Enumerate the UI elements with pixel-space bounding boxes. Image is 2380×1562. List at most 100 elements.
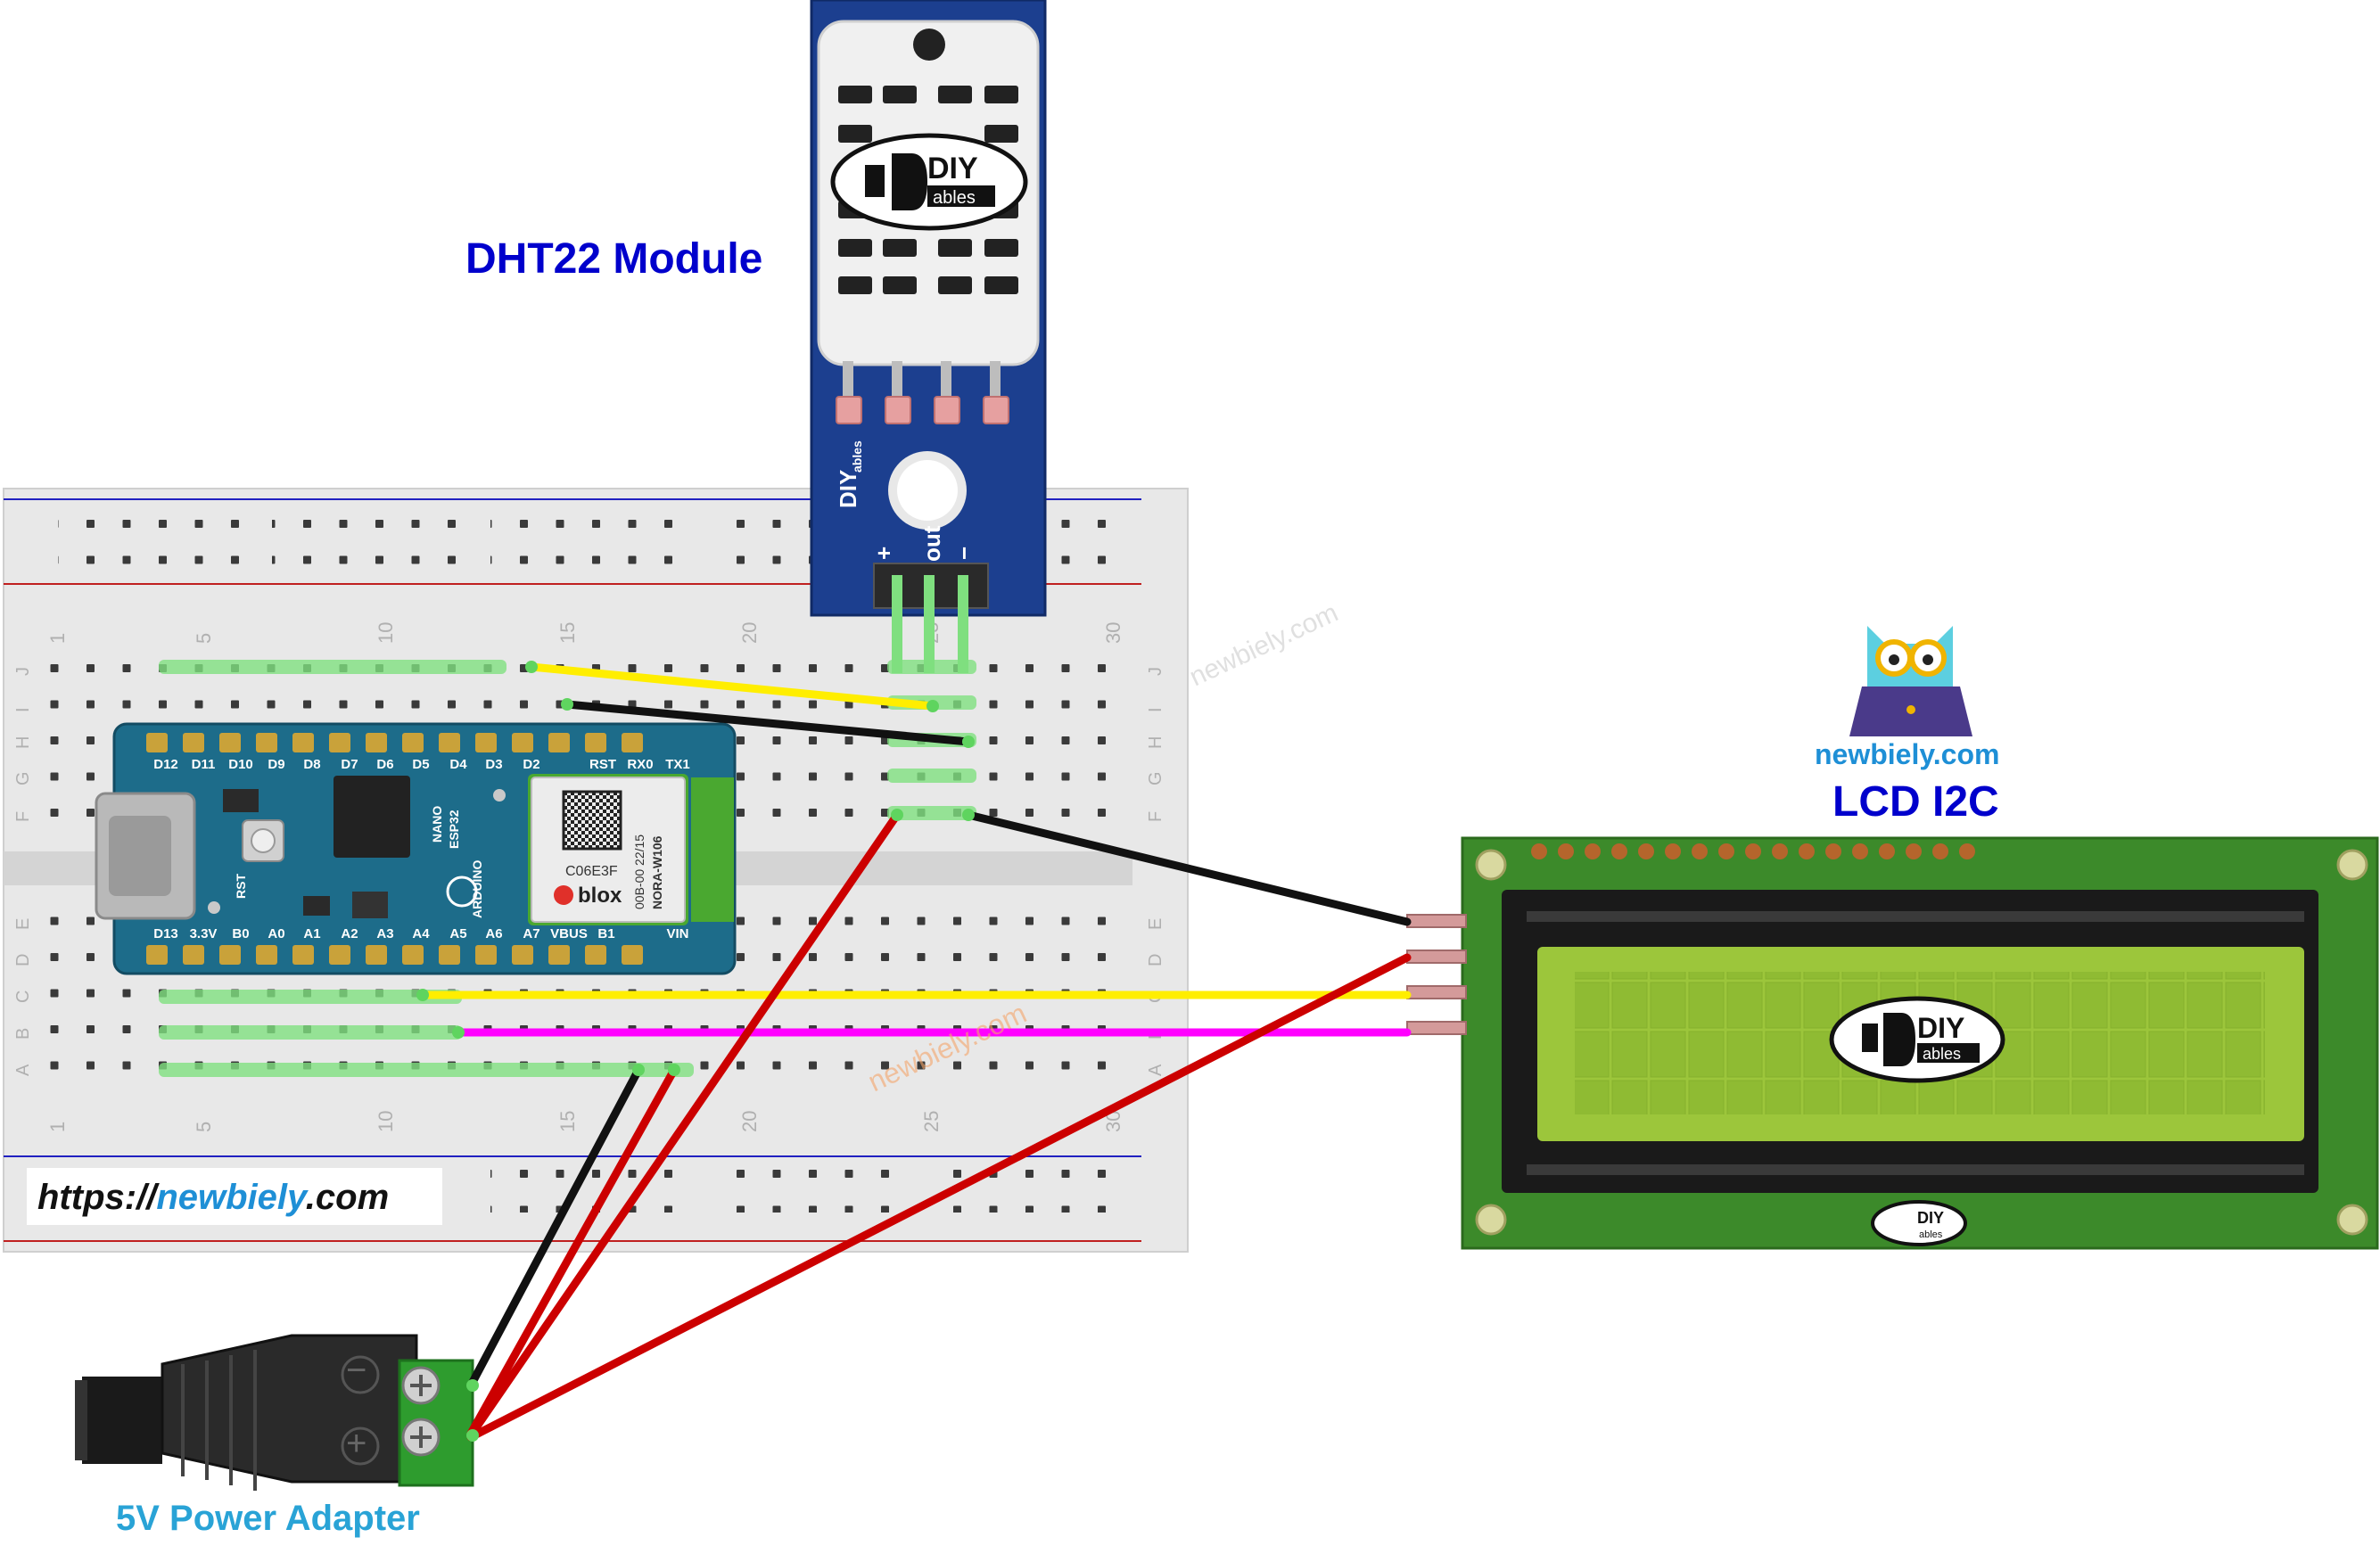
pin-label: B0 xyxy=(232,926,249,941)
pin-label: D4 xyxy=(449,757,467,772)
pin-label: D11 xyxy=(192,757,216,772)
pin-label-out: out xyxy=(918,525,945,562)
dc-jack-barrel xyxy=(82,1377,162,1464)
module-code: C06E3F xyxy=(565,864,618,879)
url-banner: https://newbiely.com xyxy=(27,1168,442,1225)
row-letter: H xyxy=(13,736,33,749)
col-number: 10 xyxy=(375,1111,397,1132)
pcb-logo-text: ables xyxy=(850,440,864,473)
pin-label-plus: + xyxy=(870,547,897,560)
plus-symbol: + xyxy=(346,1424,366,1463)
lcd-title: LCD I2C xyxy=(1832,778,1999,826)
pin-label: 3.3V xyxy=(190,926,218,941)
pin-label: RST xyxy=(589,757,616,772)
col-number: 25 xyxy=(920,1111,943,1132)
module-brand: blox xyxy=(578,884,622,908)
pin-label: D3 xyxy=(485,757,502,772)
col-number: 5 xyxy=(193,1122,215,1132)
row-letter: I xyxy=(13,707,33,712)
header-pads-top xyxy=(146,733,643,752)
module-model: 00B-00 22/15 xyxy=(632,834,646,909)
badge-text: ables xyxy=(1919,1229,1943,1240)
pin-label: RX0 xyxy=(627,757,653,772)
row-letter: G xyxy=(1146,771,1165,785)
row-letter: J xyxy=(13,667,33,676)
url-prefix: https:// xyxy=(37,1178,160,1217)
wires xyxy=(416,661,1412,1442)
row-letter: B xyxy=(13,1028,33,1040)
pin-label: A5 xyxy=(449,926,466,941)
mcu-chip xyxy=(334,776,410,858)
pin-label: VIN xyxy=(666,926,688,941)
board-name: NANO xyxy=(430,806,444,843)
pin-label: D12 xyxy=(153,757,178,772)
dht22-title: DHT22 Module xyxy=(465,235,762,283)
pin-label: B1 xyxy=(597,926,614,941)
url-suffix: .com xyxy=(306,1178,389,1217)
row-letter: C xyxy=(13,991,33,1003)
col-number: 20 xyxy=(738,622,761,644)
col-number: 20 xyxy=(738,1111,761,1132)
row-letter: F xyxy=(1146,811,1165,822)
lcd-i2c-pins xyxy=(1406,914,1467,1035)
lcd-header-pins xyxy=(1531,843,1975,859)
col-number: 10 xyxy=(375,622,397,644)
logo-text: DIY xyxy=(1917,1012,1964,1044)
wire-black-gnd xyxy=(466,1065,643,1390)
row-letter: D xyxy=(1146,954,1165,966)
pin-label: A3 xyxy=(376,926,393,941)
lcd-badge-icon xyxy=(1871,1200,1967,1246)
logo-text: ables xyxy=(933,188,976,208)
pin-label: D10 xyxy=(228,757,253,772)
col-number: 15 xyxy=(556,622,579,644)
row-letter: E xyxy=(1146,918,1165,930)
header-pads-bottom xyxy=(146,945,643,965)
pin-label: D2 xyxy=(523,757,539,772)
lcd-i2c-module: DIY ables DIY ables xyxy=(1406,836,2379,1250)
wire-yellow-dht xyxy=(527,662,937,711)
rst-label: RST xyxy=(234,874,248,899)
pin-label: D8 xyxy=(303,757,320,772)
module-model-2: NORA-W106 xyxy=(650,835,664,909)
watermark: newbiely.com xyxy=(1185,598,1343,693)
svg-text:https://newbiely.com: https://newbiely.com xyxy=(37,1178,389,1217)
sensor-pads xyxy=(836,396,1009,424)
row-letter: F xyxy=(13,811,33,822)
ublox-logo-icon xyxy=(554,885,573,905)
pin-label: A6 xyxy=(485,926,502,941)
owl-logo-icon xyxy=(1849,626,1972,736)
col-number: 30 xyxy=(1102,622,1124,644)
pin-label: A0 xyxy=(268,926,284,941)
wire-red-dht xyxy=(466,810,902,1440)
arduino-nano-esp32: D12 D11 D10 D9 D8 D7 D6 D5 D4 D3 D2 RST … xyxy=(95,722,737,975)
row-letter: A xyxy=(1146,1064,1165,1076)
board-name: ESP32 xyxy=(447,810,461,849)
col-number: 1 xyxy=(46,633,69,644)
brand-label: newbiely.com xyxy=(1815,738,1999,770)
row-letter: G xyxy=(13,771,33,785)
pin-label: A2 xyxy=(341,926,358,941)
connected-holes xyxy=(159,660,976,1077)
pin-label: A7 xyxy=(523,926,539,941)
row-letter: I xyxy=(1146,707,1165,712)
pin-label: D6 xyxy=(376,757,393,772)
row-letter: J xyxy=(1146,667,1165,676)
pin-label-minus: − xyxy=(951,547,977,560)
row-letter: A xyxy=(13,1064,33,1076)
badge-text: DIY xyxy=(1917,1209,1944,1227)
pin-label: D9 xyxy=(268,757,284,772)
pin-label: A4 xyxy=(412,926,430,941)
dht22-module: DIY ables DIY ables + out − xyxy=(810,0,1047,673)
pin-label: D7 xyxy=(341,757,358,772)
power-adapter-title: 5V Power Adapter xyxy=(116,1499,420,1538)
col-number: 1 xyxy=(46,1122,69,1132)
row-letter: E xyxy=(13,918,33,930)
arduino-logo-icon xyxy=(446,876,478,908)
logo-text: ables xyxy=(1923,1045,1961,1063)
logo-text: DIY xyxy=(927,152,978,185)
row-letter: H xyxy=(1146,736,1165,749)
ublox-module: C06E3F blox 00B-00 22/15 NORA-W106 xyxy=(528,774,688,925)
wire-black-lcd xyxy=(964,810,1412,926)
pcb-logo-text: DIY xyxy=(835,470,861,508)
